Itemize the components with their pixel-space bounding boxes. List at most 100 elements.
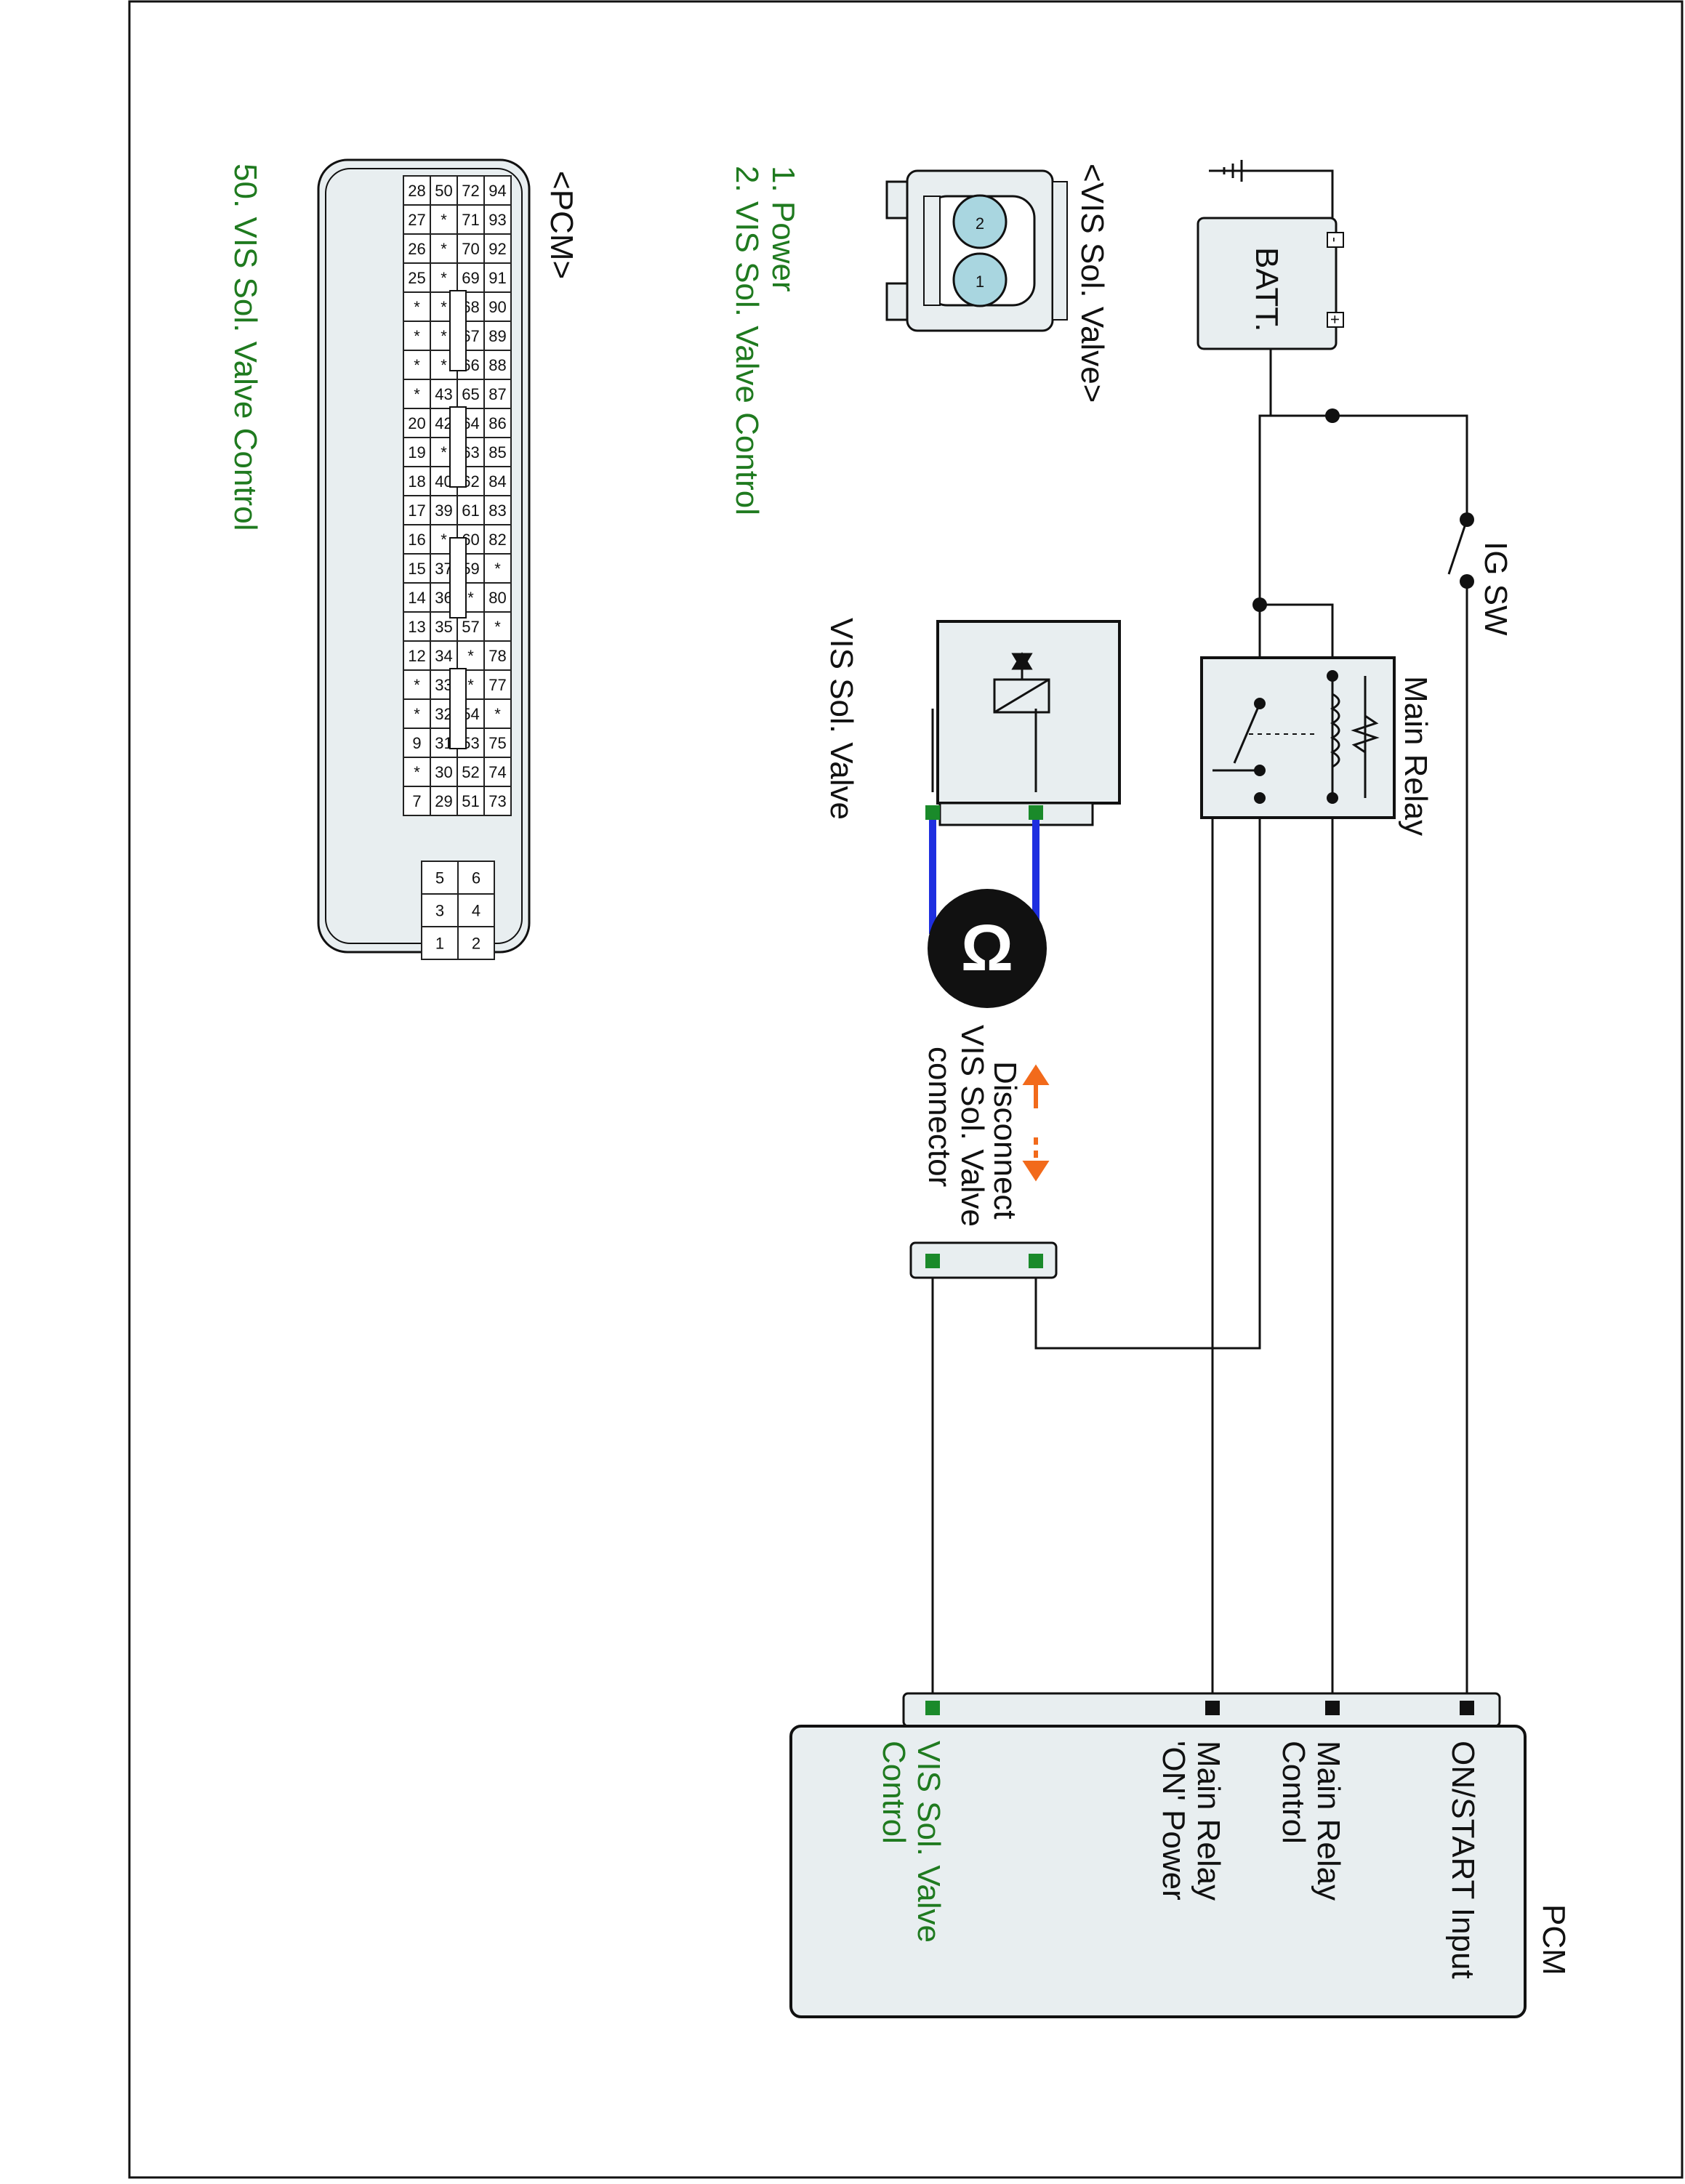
pcm-pin-label: 94 bbox=[488, 182, 506, 200]
pcm-pin-label: 51 bbox=[462, 792, 479, 810]
pcm-vis-control-label-1: VIS Sol. Valve bbox=[911, 1741, 946, 1943]
pcm-pin-label: 14 bbox=[408, 589, 425, 607]
pcm-pin-label: 92 bbox=[488, 240, 506, 258]
pcm-pin-label: 74 bbox=[488, 763, 506, 781]
pcm-pin-label: * bbox=[494, 560, 501, 578]
pcm-pin-label: 91 bbox=[488, 269, 506, 287]
pcm-pin-label: 84 bbox=[488, 472, 506, 491]
junction-dots bbox=[1252, 408, 1474, 612]
pcm-pin-label: 9 bbox=[412, 734, 421, 752]
pcm-small-pin-cell bbox=[421, 926, 459, 960]
pcm-pin-label: 15 bbox=[408, 560, 425, 578]
pcm-box bbox=[789, 1725, 1527, 2018]
ground-icon bbox=[1209, 160, 1243, 182]
pcm-pin-label: 30 bbox=[435, 763, 452, 781]
pcm-pin-label: * bbox=[414, 763, 420, 781]
disconnect-line-3: connector bbox=[922, 1047, 957, 1187]
solenoid-icon bbox=[931, 652, 1050, 792]
battery-minus-sign: - bbox=[1326, 237, 1344, 242]
page-frame bbox=[128, 0, 1684, 2179]
igsw-contact bbox=[1460, 574, 1474, 589]
pcm-pin-label: 19 bbox=[408, 443, 425, 462]
disconnect-line-1: Disconnect bbox=[987, 1061, 1023, 1220]
pcm-pin-label: 25 bbox=[408, 269, 425, 287]
pcm-pin-on-start bbox=[1460, 1701, 1474, 1715]
vis-connector-item-1: 1. Power bbox=[765, 166, 801, 292]
pcm-pin-label: * bbox=[414, 298, 420, 316]
pcm-pin-label: 80 bbox=[488, 589, 506, 607]
pcm-pin-label: 87 bbox=[488, 385, 506, 403]
battery-plus-terminal bbox=[1327, 312, 1344, 328]
pcm-vis-control-label-2: Control bbox=[876, 1741, 912, 1844]
pcm-pin-label: 73 bbox=[488, 792, 506, 810]
vis-connector-item-2: 2. VIS Sol. Valve Control bbox=[729, 166, 765, 515]
pcm-pin-label: * bbox=[441, 269, 447, 287]
pcm-pin-label: 12 bbox=[408, 647, 425, 665]
pcm-pin-label: 35 bbox=[435, 618, 452, 636]
pcm-pin-label: 29 bbox=[435, 792, 452, 810]
pcm-pin-label: 83 bbox=[488, 501, 506, 520]
pcm-pin-label: 20 bbox=[408, 414, 425, 432]
pcm-pin-label: * bbox=[441, 298, 447, 316]
pcm-pin-label: * bbox=[441, 240, 447, 258]
pcm-pin-label: 82 bbox=[488, 531, 506, 549]
vis-pin-2-label: 2 bbox=[976, 214, 984, 233]
pcm-on-start-label: ON/START Input bbox=[1445, 1741, 1481, 1979]
pcm-small-pin-label: 2 bbox=[472, 935, 480, 953]
main-relay-label: Main Relay bbox=[1398, 676, 1433, 836]
vis-harness-connector bbox=[909, 1241, 1058, 1279]
pcm-relay-control-label-2: Control bbox=[1276, 1741, 1311, 1844]
pcm-pin-label: 52 bbox=[462, 763, 479, 781]
junction-dot bbox=[1252, 597, 1267, 612]
vis-connector-pin-2 bbox=[952, 194, 1008, 249]
pcm-pin-relay-control bbox=[1325, 1701, 1340, 1715]
pcm-pin-cell bbox=[403, 786, 431, 816]
pcm-pin-label: 61 bbox=[462, 501, 479, 520]
main-relay-box bbox=[1200, 656, 1396, 819]
vis-pin-square bbox=[1029, 805, 1043, 820]
ohmmeter-icon bbox=[928, 889, 1047, 1008]
pcm-pin-label: * bbox=[494, 705, 501, 723]
pcm-pin-label: * bbox=[467, 647, 474, 665]
pcm-pin-label: 85 bbox=[488, 443, 506, 462]
pcm-small-pin-label: 1 bbox=[435, 935, 444, 953]
pcm-pin-label: * bbox=[441, 531, 447, 549]
vis-connector-face bbox=[885, 169, 1068, 332]
pcm-pin-label: 93 bbox=[488, 211, 506, 229]
relay-pin bbox=[1327, 670, 1338, 682]
battery-minus-terminal bbox=[1327, 232, 1344, 248]
pcm-pin-label: * bbox=[467, 589, 474, 607]
vis-pin-1-label: 1 bbox=[976, 273, 984, 291]
vis-connector-title: <VIS Sol. Valve> bbox=[1074, 164, 1110, 403]
pcm-pin-label: * bbox=[414, 676, 420, 694]
pcm-pin-label: 88 bbox=[488, 356, 506, 374]
pcm-relay-on-power-label-2: 'ON' Power bbox=[1156, 1741, 1191, 1901]
wire-to-coil bbox=[1260, 603, 1334, 676]
vis-pin-square bbox=[925, 805, 940, 820]
pcm-pin-label: * bbox=[441, 327, 447, 345]
disconnect-arrows bbox=[1022, 1064, 1050, 1182]
pcm-pin-label: * bbox=[467, 676, 474, 694]
pcm-pin-label: 86 bbox=[488, 414, 506, 432]
pcm-key-slot bbox=[449, 668, 467, 749]
pcm-pin-relay-on-power bbox=[1205, 1701, 1220, 1715]
pcm-pin-label: 78 bbox=[488, 647, 506, 665]
pcm-pin-label: 17 bbox=[408, 501, 425, 520]
pcm-pin-label: 27 bbox=[408, 211, 425, 229]
pcm-pin-label: 75 bbox=[488, 734, 506, 752]
vis-harness-pin bbox=[1029, 1254, 1043, 1268]
pcm-pin-label: 77 bbox=[488, 676, 506, 694]
relay-coil-icon bbox=[1330, 676, 1380, 798]
pcm-small-pin-label: 6 bbox=[472, 869, 480, 887]
pcm-pin-label: 18 bbox=[408, 472, 425, 491]
pcm-pin-label: 16 bbox=[408, 531, 425, 549]
vis-harness-pin bbox=[925, 1254, 940, 1268]
igsw-label: IG SW bbox=[1478, 541, 1513, 636]
pcm-pin-label: * bbox=[414, 327, 420, 345]
junction-dot bbox=[1325, 408, 1340, 423]
vis-valve-connector-stub bbox=[938, 802, 1094, 826]
pcm-connector-title: <PCM> bbox=[544, 171, 579, 279]
relay-pin bbox=[1254, 792, 1266, 804]
pcm-small-pin-label: 5 bbox=[435, 869, 444, 887]
